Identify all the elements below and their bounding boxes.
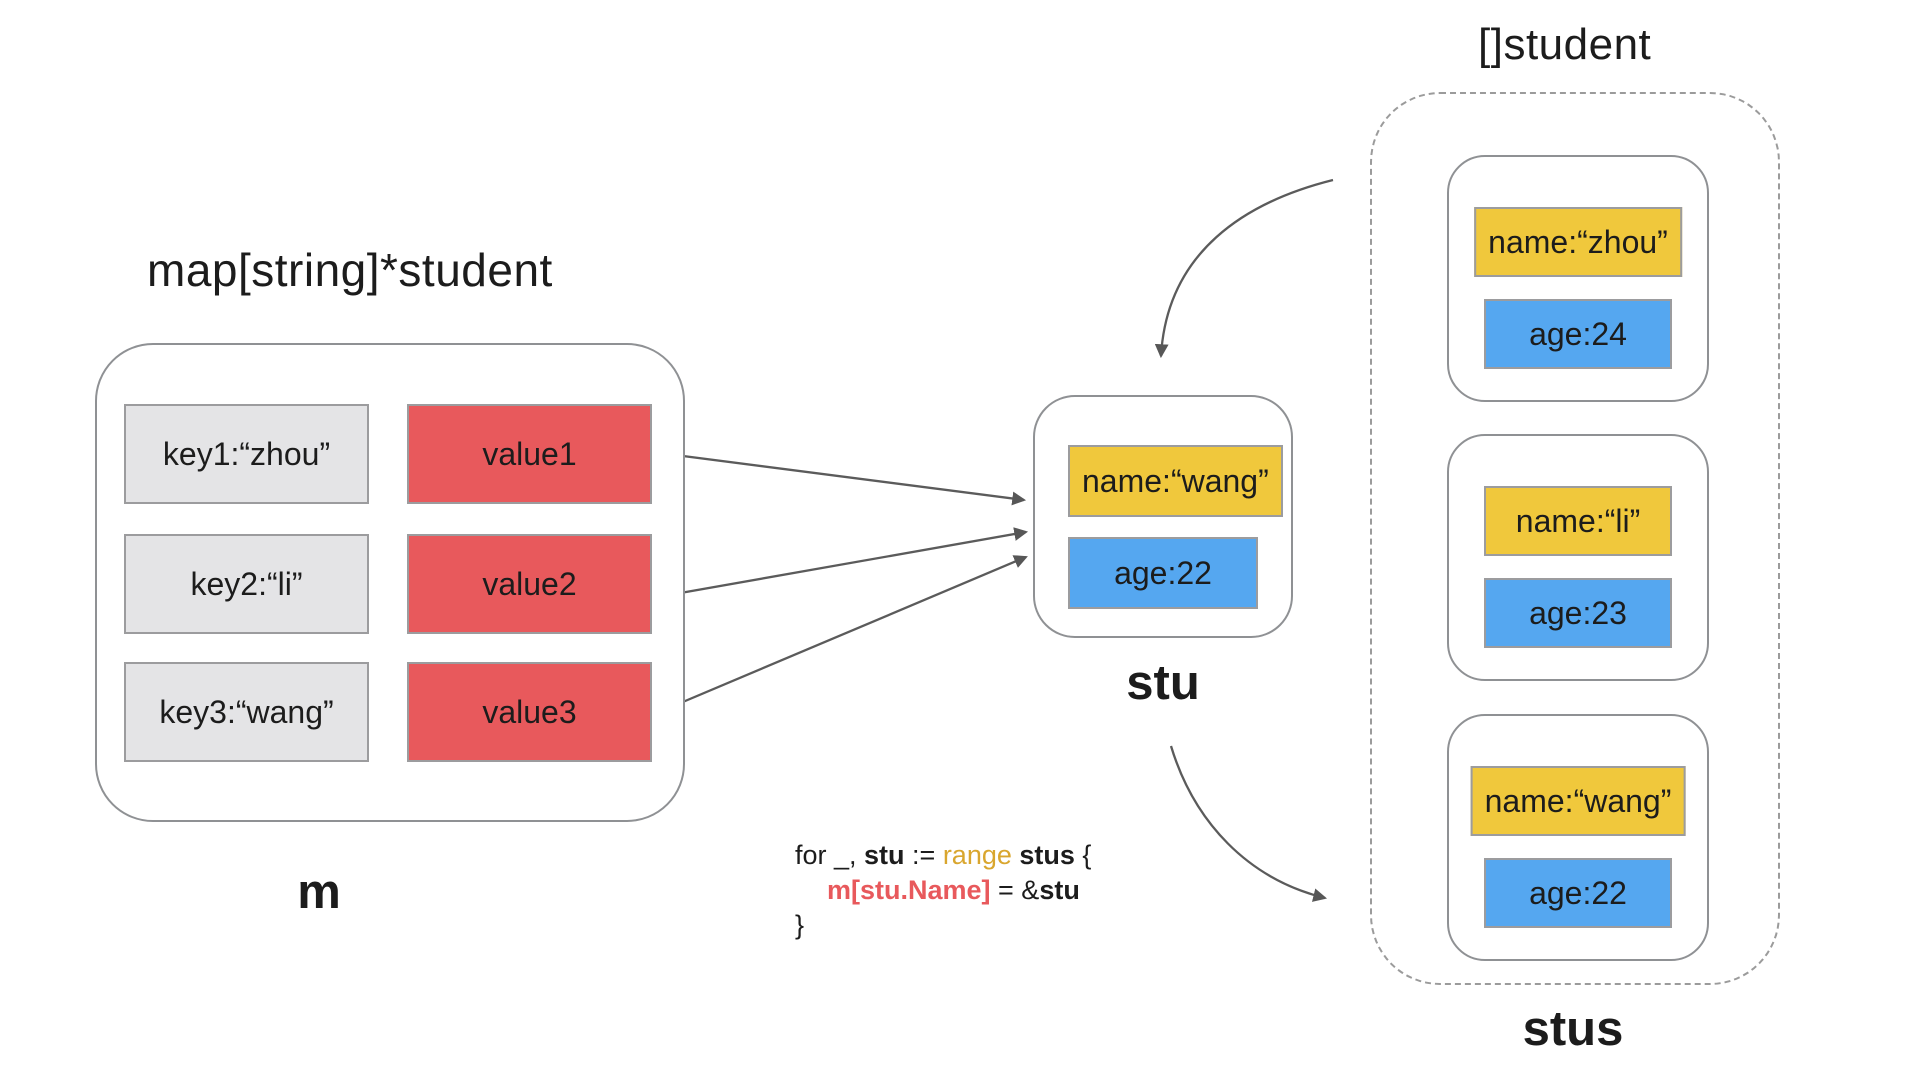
code-for: for _, <box>795 840 865 870</box>
code-map-index: m[stu.Name] <box>827 875 991 905</box>
slice-title: []student <box>1478 20 1652 69</box>
map-title: map[string]*student <box>147 244 553 296</box>
map-container: key1:“zhou” value1 key2:“li” value2 key3… <box>95 343 685 822</box>
stu-struct-box: name:“wang” age:22 <box>1033 395 1293 638</box>
stu-variable-label: stu <box>1126 656 1200 710</box>
arrow-value3-to-stu <box>651 555 1028 717</box>
code-stu-var: stu <box>864 840 905 870</box>
arrow-slice-to-stu <box>1154 178 1334 359</box>
slice-variable-label: stus <box>1522 1002 1624 1056</box>
map-variable-label: m <box>297 865 341 919</box>
map-key-cell: key3:“wang” <box>124 662 369 762</box>
student-age-field: age:23 <box>1484 578 1672 648</box>
arrow-value1-to-stu <box>651 450 1027 506</box>
student-name-field: name:“zhou” <box>1474 207 1682 277</box>
code-line-2: m[stu.Name] = &stu <box>795 873 1091 908</box>
student-card: name:“wang” age:22 <box>1447 714 1709 961</box>
code-addr-stu: stu <box>1039 875 1080 905</box>
slice-container: name:“zhou” age:24 name:“li” age:23 name… <box>1370 92 1780 985</box>
map-value-cell: value3 <box>407 662 652 762</box>
stu-age-field: age:22 <box>1068 537 1258 609</box>
code-line-1: for _, stu := range stus { <box>795 838 1091 873</box>
student-name-field: name:“wang” <box>1470 766 1686 836</box>
code-assign: = & <box>990 875 1040 905</box>
student-card: name:“zhou” age:24 <box>1447 155 1709 402</box>
student-age-field: age:24 <box>1484 299 1672 369</box>
code-range-keyword: range <box>942 840 1012 870</box>
code-stus-var: stus <box>1011 840 1075 870</box>
map-value-cell: value1 <box>407 404 652 504</box>
student-age-field: age:22 <box>1484 858 1672 928</box>
map-key-cell: key1:“zhou” <box>124 404 369 504</box>
map-value-cell: value2 <box>407 534 652 634</box>
code-line-3: } <box>795 910 805 940</box>
stu-name-field: name:“wang” <box>1068 445 1283 517</box>
arrow-value2-to-stu <box>651 527 1029 600</box>
code-decl: := <box>904 840 943 870</box>
map-key-cell: key2:“li” <box>124 534 369 634</box>
student-card: name:“li” age:23 <box>1447 434 1709 681</box>
arrow-stu-to-slice <box>1169 745 1328 902</box>
code-open-brace: { <box>1074 840 1092 870</box>
student-name-field: name:“li” <box>1484 486 1672 556</box>
code-snippet: for _, stu := range stus { m[stu.Name] =… <box>795 838 1091 943</box>
